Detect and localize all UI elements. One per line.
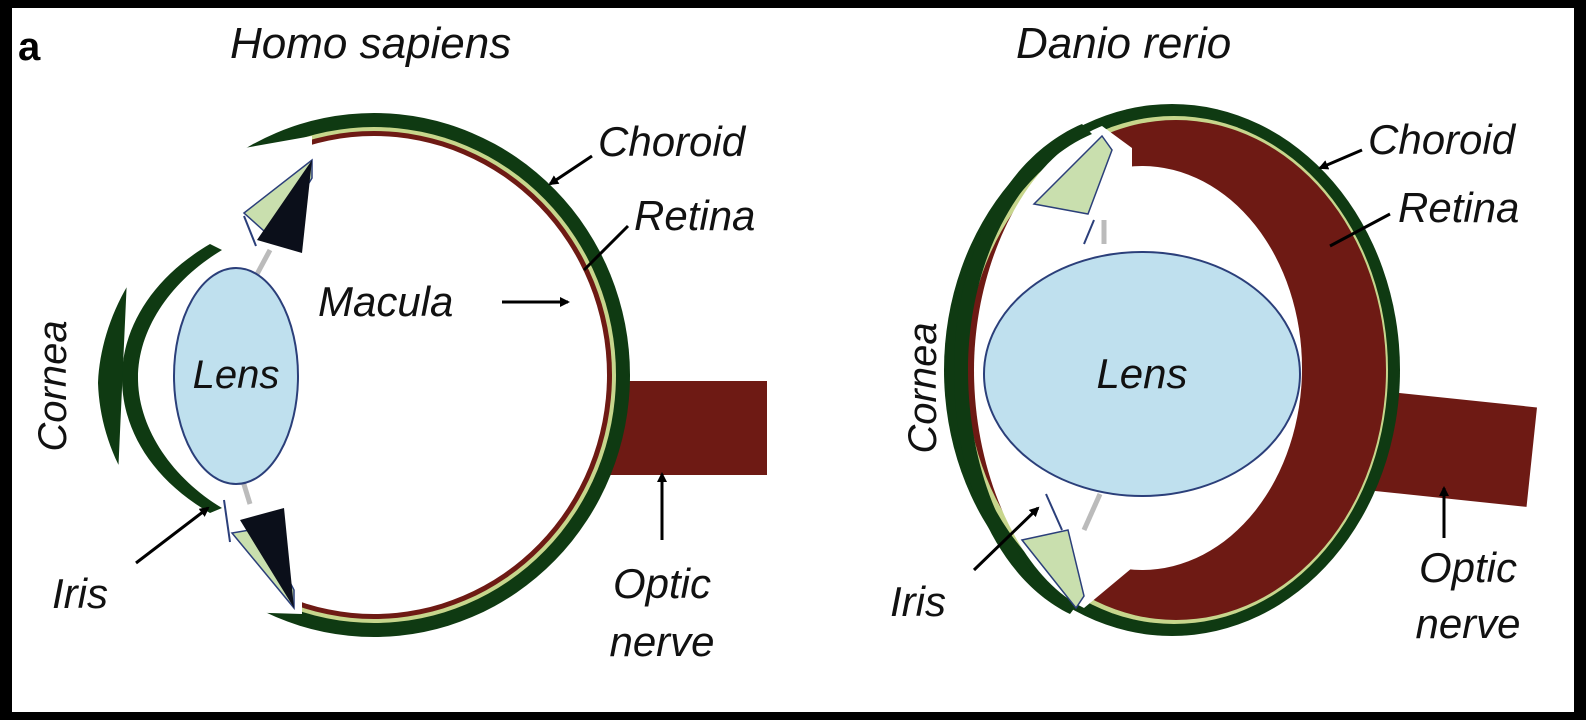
eye-comparison-diagram: a Homo sapiens Lens (12, 8, 1574, 712)
human-eye: Homo sapiens Lens Cor (31, 19, 767, 665)
panel-label: a (18, 25, 41, 69)
zebrafish-eye: Danio rerio Lens Cornea Choroid Retina (890, 19, 1537, 647)
zebrafish-title: Danio rerio (1016, 19, 1231, 68)
human-choroid-arrow (550, 156, 592, 184)
zebrafish-choroid-arrow (1320, 150, 1362, 168)
zebrafish-optic-label-1: Optic (1419, 544, 1517, 591)
human-choroid-label: Choroid (598, 118, 747, 165)
zebrafish-optic-label-2: nerve (1415, 600, 1520, 647)
zebrafish-retina-label: Retina (1398, 184, 1519, 231)
zebrafish-lens-label: Lens (1096, 350, 1187, 397)
figure-frame: a Homo sapiens Lens (12, 8, 1574, 712)
zebrafish-iris-label: Iris (890, 578, 946, 625)
human-title: Homo sapiens (230, 19, 511, 68)
human-macula-label: Macula (318, 278, 453, 325)
human-optic-label-1: Optic (613, 560, 711, 607)
human-iris-label: Iris (52, 570, 108, 617)
human-optic-label-2: nerve (609, 618, 714, 665)
zebrafish-choroid-label: Choroid (1368, 116, 1517, 163)
human-retina-label: Retina (634, 192, 755, 239)
human-cornea-label: Cornea (31, 320, 75, 451)
human-lens-label: Lens (193, 353, 280, 397)
zebrafish-cornea-label: Cornea (901, 322, 945, 453)
